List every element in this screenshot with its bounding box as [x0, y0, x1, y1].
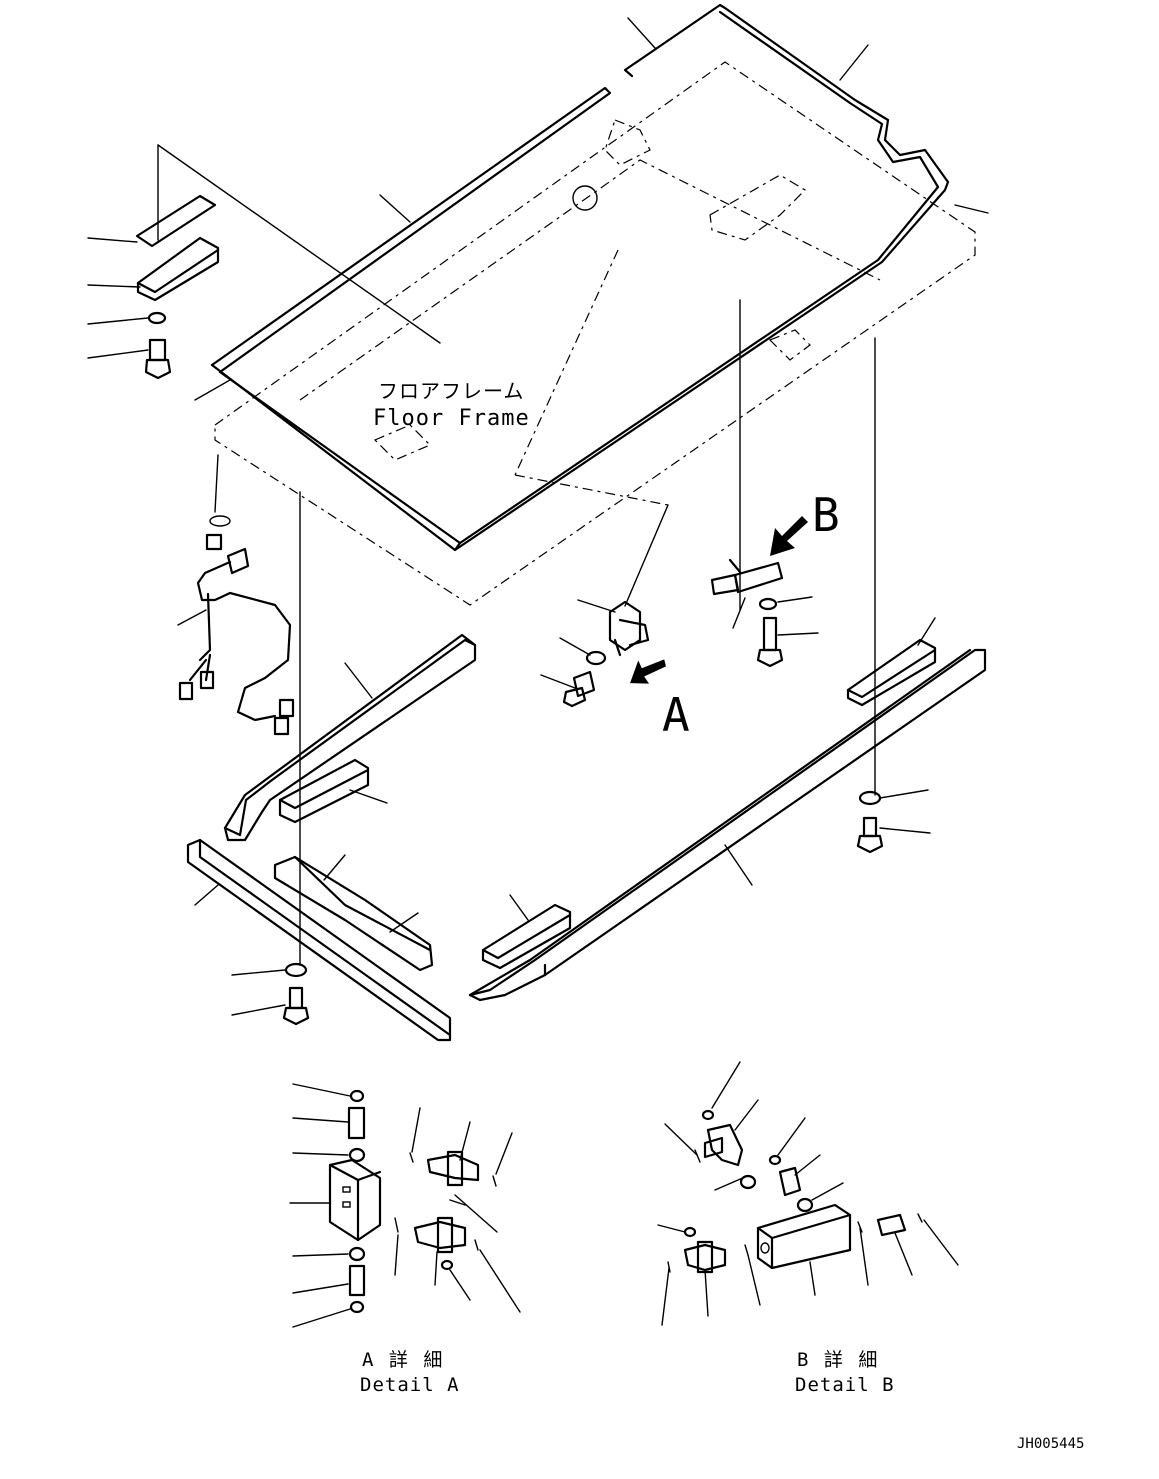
- detail-a-label-ja: A 詳 細: [362, 1349, 444, 1371]
- floor-frame-plate: [214, 61, 976, 606]
- view-a-label: A: [662, 688, 690, 742]
- detail-a-drawing: [289, 1083, 521, 1328]
- view-b-arrow: [770, 516, 808, 556]
- callout-leaders: [87, 17, 989, 1016]
- assembly-reference-lines: [157, 144, 876, 966]
- floor-seal-rubber: [210, 3, 950, 552]
- detail-b-drawing: [657, 1061, 959, 1326]
- detail-a-label-en: Detail A: [360, 1374, 460, 1396]
- front-bar: [186, 838, 452, 1042]
- wiring-harness: [178, 515, 295, 736]
- valve-block-a: [608, 600, 650, 657]
- left-rail: [223, 633, 477, 842]
- detail-b-label-ja: B 詳 細: [797, 1349, 879, 1371]
- view-a-arrow: [630, 659, 666, 684]
- cushion-pads: [273, 638, 937, 972]
- floor-frame-label-ja: フロアフレーム: [378, 379, 524, 403]
- view-b-label: B: [812, 488, 840, 542]
- floor-frame-label-en: Floor Frame: [373, 406, 530, 431]
- drawing-number: JH005445: [1017, 1436, 1084, 1452]
- left-spacer-stack: [135, 194, 220, 380]
- mounting-bolts: [282, 597, 884, 1026]
- detail-b-label-en: Detail B: [795, 1374, 895, 1396]
- valve-block-b: [710, 558, 784, 596]
- right-rail: [468, 648, 987, 1002]
